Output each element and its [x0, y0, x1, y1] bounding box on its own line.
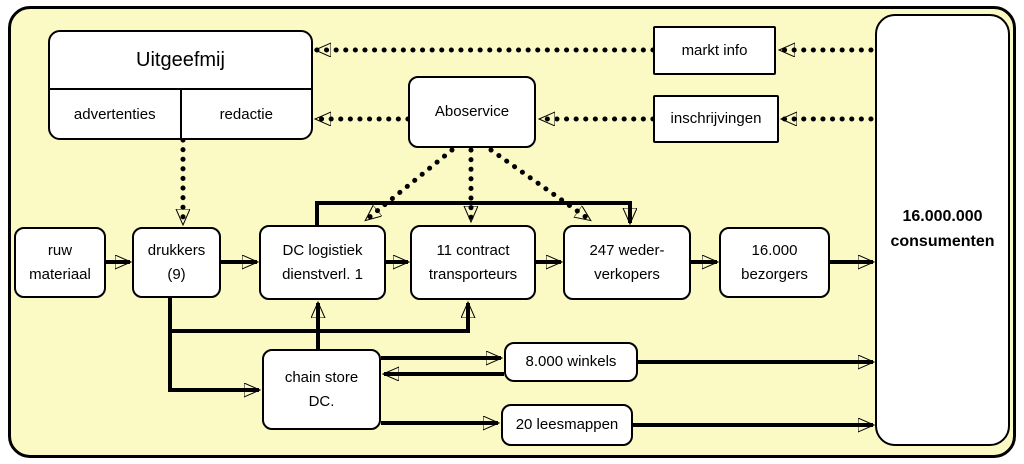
uitgeefmij-cell-advertenties: advertenties: [50, 90, 182, 138]
node-leesmappen: 20 leesmappen: [501, 404, 633, 446]
node-transporteurs: 11 contract transporteurs: [410, 225, 536, 300]
node-ruw-materiaal: ruw materiaal: [14, 227, 106, 298]
node-wederverkopers: 247 weder- verkopers: [563, 225, 691, 300]
node-dc-logistiek: DC logistiek dienstverl. 1: [259, 225, 386, 300]
node-bezorgers: 16.000 bezorgers: [719, 227, 830, 298]
node-uitgeefmij: Uitgeefmij advertenties redactie: [48, 30, 313, 140]
edge-drukkers-to-chain-store-dc: [168, 298, 259, 390]
node-winkels: 8.000 winkels: [504, 342, 638, 382]
edge-aboservice-to-dc-logistiek: [363, 147, 455, 223]
node-drukkers: drukkers (9): [132, 227, 221, 298]
uitgeefmij-cell-redactie: redactie: [219, 105, 273, 123]
edge-aboservice-to-wederverkopers: [488, 147, 593, 223]
node-chain-store-dc: chain store DC.: [262, 349, 381, 430]
node-markt-info: markt info: [653, 26, 776, 75]
node-inschrijvingen: inschrijvingen: [653, 95, 779, 143]
uitgeefmij-sub-row: advertenties redactie: [50, 88, 311, 138]
edge-dc-logistiek-to-wederverkopers-top: [315, 201, 630, 225]
uitgeefmij-title: Uitgeefmij: [136, 48, 225, 71]
node-aboservice: Aboservice: [408, 76, 536, 148]
node-consumenten: 16.000.000 consumenten: [875, 14, 1010, 446]
